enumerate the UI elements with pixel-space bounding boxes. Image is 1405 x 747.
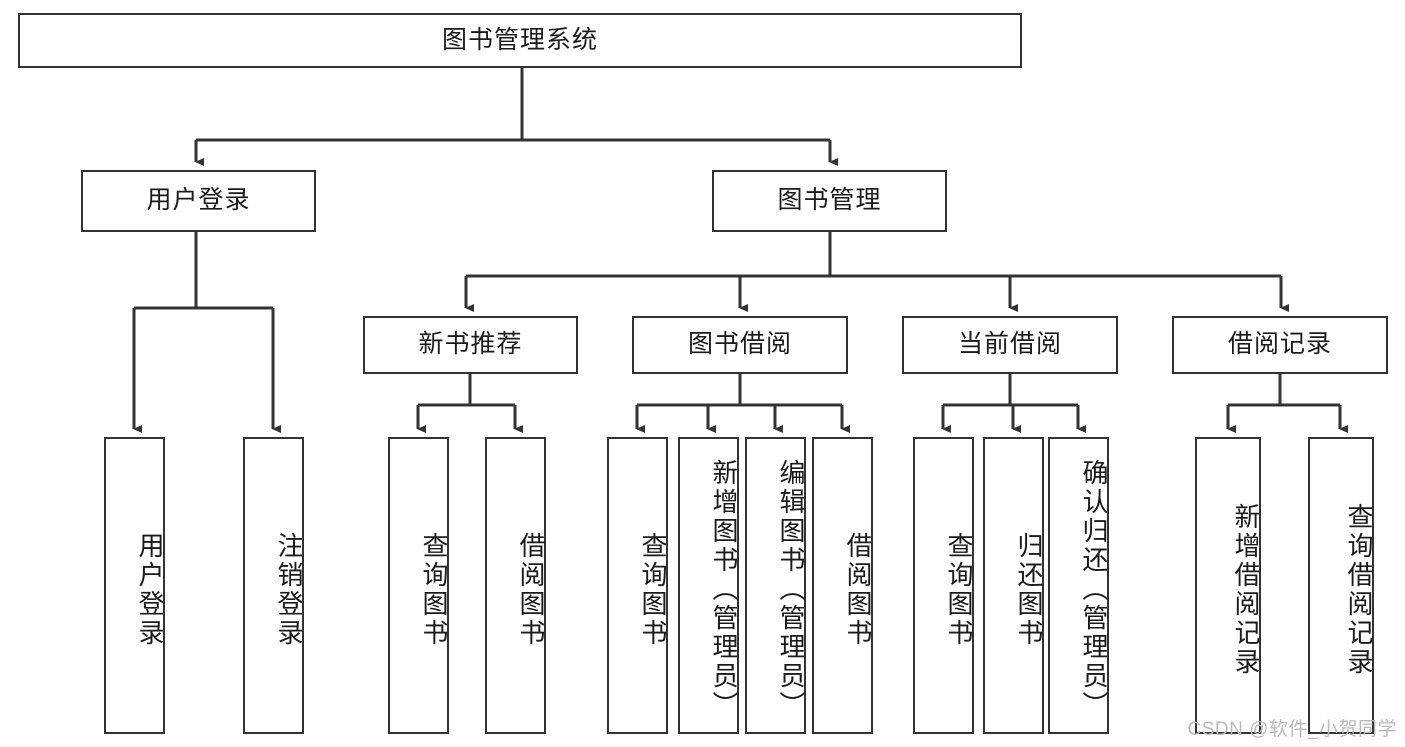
node-label: 当前借阅: [957, 330, 1062, 359]
node-label: 查询图书: [944, 531, 974, 648]
node-label: 用户登录: [146, 186, 251, 215]
node-label: 新增图书（管理员）: [709, 459, 739, 720]
node-label: 归还图书: [1014, 531, 1044, 648]
node-current-borrow[interactable]: 当前借阅: [902, 316, 1118, 374]
leaf-return-book[interactable]: 归还图书: [983, 437, 1044, 734]
leaf-query-book-current[interactable]: 查询图书: [913, 437, 974, 734]
node-user-login[interactable]: 用户登录: [81, 170, 316, 232]
node-label: 图书管理系统: [441, 25, 598, 54]
node-label: 编辑图书（管理员）: [776, 459, 806, 720]
node-label: 查询借阅记录: [1344, 502, 1374, 677]
node-book-management[interactable]: 图书管理: [712, 170, 947, 232]
leaf-add-borrow-record[interactable]: 新增借阅记录: [1195, 437, 1261, 734]
node-label: 图书管理: [777, 186, 882, 215]
node-label: 注销登录: [274, 531, 304, 648]
leaf-confirm-return-admin[interactable]: 确认归还（管理员）: [1048, 437, 1109, 734]
leaf-user-login[interactable]: 用户登录: [104, 437, 165, 734]
node-label: 图书借阅: [687, 330, 792, 359]
leaf-borrow-book[interactable]: 借阅图书: [812, 437, 873, 734]
leaf-edit-book-admin[interactable]: 编辑图书（管理员）: [745, 437, 806, 734]
leaf-logout[interactable]: 注销登录: [243, 437, 304, 734]
node-label: 新增借阅记录: [1231, 502, 1261, 677]
leaf-query-book-borrow[interactable]: 查询图书: [607, 437, 668, 734]
node-borrow-records[interactable]: 借阅记录: [1172, 316, 1388, 374]
node-root[interactable]: 图书管理系统: [18, 13, 1022, 68]
node-label: 查询图书: [638, 531, 668, 648]
node-label: 借阅记录: [1227, 330, 1332, 359]
watermark-text: CSDN @软件_小贺同学: [1187, 719, 1397, 740]
node-label: 借阅图书: [516, 531, 546, 648]
node-label: 查询图书: [419, 531, 449, 648]
node-label: 新书推荐: [418, 330, 523, 359]
node-book-borrow[interactable]: 图书借阅: [632, 316, 848, 374]
node-label: 借阅图书: [843, 531, 873, 648]
node-label: 确认归还（管理员）: [1079, 459, 1109, 720]
leaf-add-book-admin[interactable]: 新增图书（管理员）: [678, 437, 739, 734]
leaf-borrow-book-recommend[interactable]: 借阅图书: [485, 437, 546, 734]
leaf-query-borrow-record[interactable]: 查询借阅记录: [1308, 437, 1374, 734]
node-new-book-recommend[interactable]: 新书推荐: [363, 316, 578, 374]
leaf-query-book-recommend[interactable]: 查询图书: [388, 437, 449, 734]
node-label: 用户登录: [135, 531, 165, 648]
